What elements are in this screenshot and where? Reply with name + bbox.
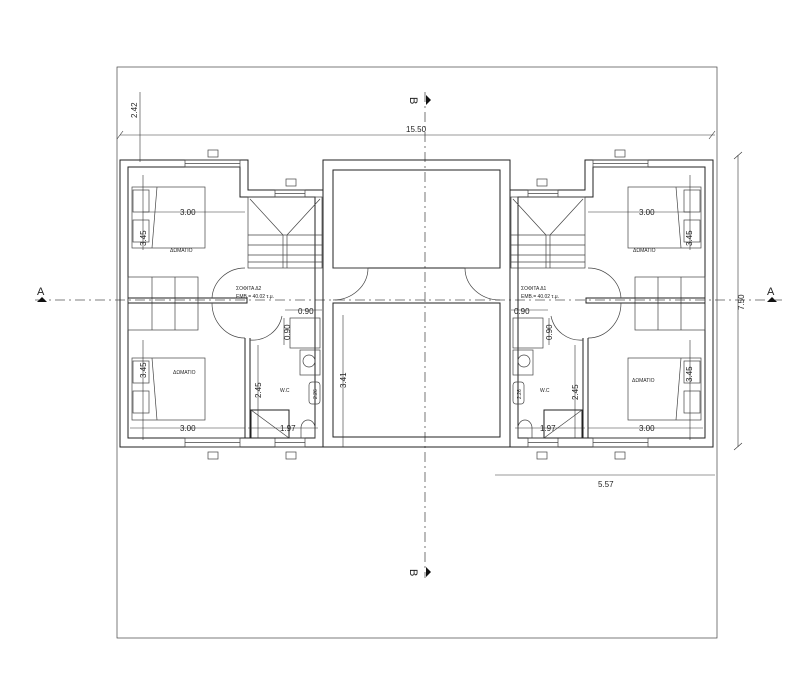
svg-text:B: B (407, 569, 419, 576)
svg-text:15.50: 15.50 (406, 125, 427, 134)
bedroom-bottom-width: 3.00 (639, 424, 655, 433)
dimension-depth: 7.50 (733, 151, 746, 451)
svg-text:2.42: 2.42 (130, 102, 139, 118)
wc-label: W.C (280, 388, 290, 394)
bedroom-top-label: ΔΩΜΑΤΙΟ (633, 248, 656, 254)
bedroom-top-depth: 3.45 (139, 230, 148, 246)
svg-text:7.50: 7.50 (737, 294, 746, 310)
bedroom-bottom-label: ΔΩΜΑΤΙΟ (632, 378, 655, 384)
unit-area: ΕΜΒ.= 40.02 τ.μ. (236, 294, 274, 300)
svg-text:5.57: 5.57 (598, 480, 614, 489)
corridor-depth: 3.41 (339, 372, 348, 388)
bedroom-bottom-depth: 3.45 (139, 362, 148, 378)
section-marker-b-top: B (407, 95, 431, 105)
unit-d2-plan (119, 149, 324, 460)
unit-d1-plan (509, 149, 714, 460)
section-marker-a-right: A (767, 286, 777, 302)
bedroom-bottom-label: ΔΩΜΑΤΙΟ (173, 370, 196, 376)
svg-text:A: A (767, 286, 775, 298)
dimension-unit-width: 5.57 (495, 474, 715, 489)
wc-fixture: 2.26 (313, 389, 319, 399)
bedroom-bottom-width: 3.00 (180, 424, 196, 433)
unit-name: ΣΟΦΙΤΑ Δ1 (521, 286, 547, 292)
bedroom-bottom-depth: 3.45 (685, 366, 694, 382)
door-width-vertical: 0.90 (283, 324, 292, 340)
bedroom-top-width: 3.00 (639, 208, 655, 217)
wc-depth: 2.45 (571, 384, 580, 400)
wc-depth: 2.45 (254, 382, 263, 398)
door-width-vertical: 0.90 (545, 324, 554, 340)
dimension-setback-top: 2.42 (130, 92, 141, 162)
unit-name: ΣΟΦΙΤΑ Δ2 (236, 286, 262, 292)
unit-d2-labels: 3.00 3.45 ΔΩΜΑΤΙΟ ΣΟΦΙΤΑ Δ2 ΕΜΒ.= 40.02 … (139, 208, 348, 433)
svg-text:A: A (37, 286, 45, 298)
wc-width: 1.97 (280, 424, 296, 433)
dimension-overall-width: 15.50 (116, 125, 716, 140)
section-marker-b-bottom: B (407, 567, 431, 577)
bedroom-top-width: 3.00 (180, 208, 196, 217)
plot-boundary (116, 66, 718, 639)
section-marker-a-left: A (37, 286, 47, 302)
wc-width: 1.97 (540, 424, 556, 433)
unit-d1-labels: 3.00 3.45 ΔΩΜΑΤΙΟ ΣΟΦΙΤΑ Δ1 ΕΜΒ.= 40.02 … (514, 208, 694, 433)
bedroom-top-label: ΔΩΜΑΤΙΟ (170, 248, 193, 254)
wc-label: W.C (540, 388, 550, 394)
unit-area: ΕΜΒ.= 40.02 τ.μ. (521, 294, 559, 300)
bedroom-top-depth: 3.45 (685, 230, 694, 246)
door-width: 0.90 (514, 307, 530, 316)
central-block (322, 159, 511, 448)
wc-fixture: 2.26 (517, 389, 523, 399)
svg-text:B: B (407, 97, 419, 104)
door-width: 0.90 (298, 307, 314, 316)
